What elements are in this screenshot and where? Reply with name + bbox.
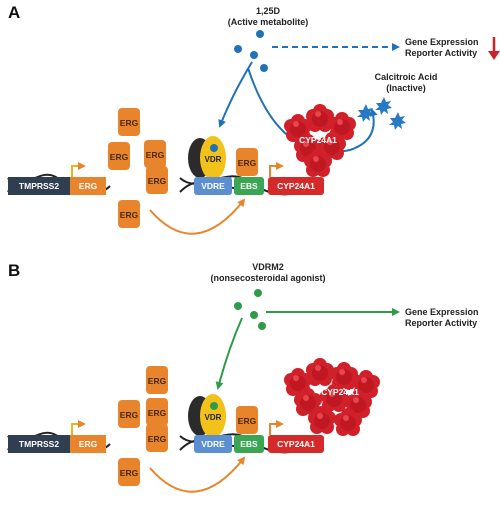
ebs-label: EBS: [240, 181, 258, 191]
svg-text:ERG: ERG: [148, 176, 167, 186]
svg-text:ERG: ERG: [238, 416, 257, 426]
erg-gene: [70, 177, 106, 195]
ligand-name: 1,25D: [256, 6, 281, 16]
cyp24a1-enzyme-cluster: CYP24A1: [284, 104, 356, 177]
ebs-element: [234, 435, 264, 453]
erg-gene-label: ERG: [79, 439, 98, 449]
svg-text:ERG: ERG: [148, 434, 167, 444]
svg-text:ERG: ERG: [120, 118, 139, 128]
output-line-2: Reporter Activity: [405, 48, 477, 58]
svg-text:ERG: ERG: [120, 210, 139, 220]
svg-text:ERG: ERG: [120, 410, 139, 420]
erg-activation-arrow: [149, 456, 246, 493]
tmprss2-gene: [8, 177, 70, 195]
cyp24a1-gene-label: CYP24A1: [277, 439, 315, 449]
down-arrow-icon: [488, 37, 500, 60]
erg-protein-blocks: ERG ERG ERG ERG ERG: [108, 108, 168, 228]
svg-text:ERG: ERG: [146, 150, 165, 160]
bound-ligand: [210, 402, 218, 410]
svg-text:ERG: ERG: [120, 468, 139, 478]
ligand-dots: [234, 289, 266, 330]
svg-text:ERG: ERG: [238, 158, 257, 168]
bound-erg-protein: [236, 148, 258, 176]
metabolite-status: (Inactive): [386, 83, 426, 93]
panel-label: A: [8, 3, 20, 22]
output-line-1: Gene Expression: [405, 37, 479, 47]
cyp24a1-promoter-arrow: [269, 162, 284, 177]
ligand-description: (Active metabolite): [228, 17, 309, 27]
erg-gene-label: ERG: [79, 181, 98, 191]
cyp24a1-gene: [268, 177, 324, 195]
svg-text:ERG: ERG: [148, 376, 167, 386]
svg-text:ERG: ERG: [110, 152, 129, 162]
ebs-element: [234, 177, 264, 195]
vdr-protein: [200, 394, 226, 438]
panel-a: A 1,25D (Active metabolite) Gene Express…: [7, 3, 500, 235]
vdre-label: VDRE: [201, 439, 225, 449]
ebs-label: EBS: [240, 439, 258, 449]
tmprss2-promoter-arrow: [71, 162, 86, 177]
erg-activation-arrow: [149, 198, 246, 235]
cyp24a1-enzyme-cluster: CYP24A1: [284, 358, 380, 436]
svg-text:ERG: ERG: [148, 408, 167, 418]
ligand-name: VDRM2: [252, 262, 284, 272]
cyp24a1-promoter-arrow: [269, 420, 284, 435]
ligand-dots: [234, 30, 268, 72]
vdr-protein: [200, 136, 226, 180]
calcitroic-acid-stars: [357, 97, 406, 130]
metabolite-name: Calcitroic Acid: [375, 72, 438, 82]
panel-label: B: [8, 261, 20, 280]
ligand-binding-arrow: [218, 61, 253, 128]
output-line-2: Reporter Activity: [405, 318, 477, 328]
bound-erg-protein: [236, 406, 258, 434]
tmprss2-gene: [8, 435, 70, 453]
tmprss2-label: TMPRSS2: [19, 181, 59, 191]
vdre-element: [194, 177, 232, 195]
enzyme-cluster-label: CYP24A1: [299, 135, 337, 145]
vdre-element: [194, 435, 232, 453]
cyp24a1-gene: [268, 435, 324, 453]
ligand-binding-arrow: [215, 317, 243, 390]
erg-gene: [70, 435, 106, 453]
vdr-label: VDR: [205, 155, 222, 164]
output-line-1: Gene Expression: [405, 307, 479, 317]
panel-b: B VDRM2 (nonsecosteroidal agonist) Gene …: [7, 261, 479, 493]
ligand-description: (nonsecosteroidal agonist): [210, 273, 325, 283]
tmprss2-promoter-arrow: [71, 420, 86, 435]
cyp24a1-gene-label: CYP24A1: [277, 181, 315, 191]
enzyme-cluster-label: CYP24A1: [321, 387, 359, 397]
erg-protein-blocks: ERG ERG ERG ERG ERG: [118, 366, 168, 486]
vdr-label: VDR: [205, 413, 222, 422]
vdre-label: VDRE: [201, 181, 225, 191]
tmprss2-label: TMPRSS2: [19, 439, 59, 449]
bound-ligand: [210, 144, 218, 152]
